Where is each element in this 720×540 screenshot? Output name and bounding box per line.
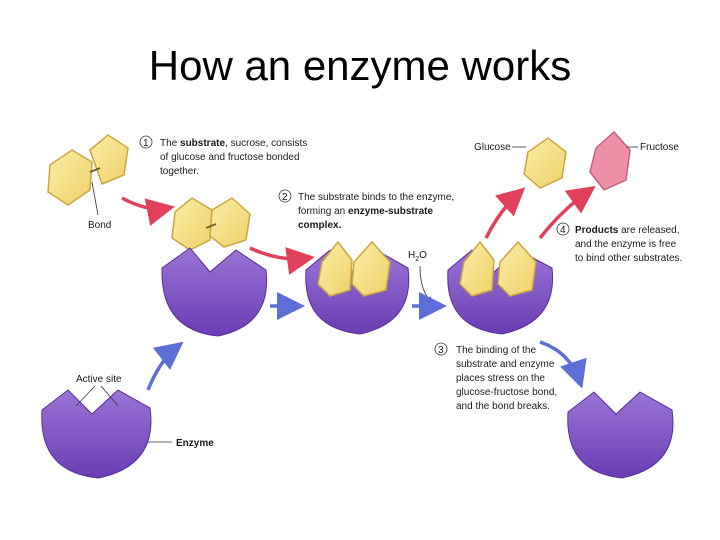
step-1-line-2: of glucose and fructose bonded xyxy=(160,152,300,163)
fructose-label: Fructose xyxy=(640,142,679,153)
active-site-pointer-1 xyxy=(75,385,96,407)
step-4-number: 4 xyxy=(560,225,566,236)
step-3-caption: 3 The binding of the substrate and enzym… xyxy=(434,342,557,412)
step-3-line-2: substrate and enzyme xyxy=(456,359,555,370)
step-4-line-2: and the enzyme is free xyxy=(575,239,677,250)
substrate-mid xyxy=(171,197,251,251)
step-2-line-2: forming an enzyme-substrate xyxy=(298,206,433,217)
enzyme-bottom-left xyxy=(41,389,152,479)
step-3-line-3: places stress on the xyxy=(456,373,545,384)
step-1-caption: 1 The substrate, sucrose, consists of gl… xyxy=(139,135,307,177)
red-arrow-2 xyxy=(249,246,315,275)
step-2-line-3: complex. xyxy=(298,220,342,231)
step-1-line-3: together. xyxy=(160,166,199,177)
glucose-molecule xyxy=(523,137,567,189)
bond-label: Bond xyxy=(88,220,111,231)
sucrose-molecule xyxy=(47,134,129,206)
glucose-label: Glucose xyxy=(474,142,511,153)
step-2-number: 2 xyxy=(282,192,288,203)
step-2-circle xyxy=(278,189,292,203)
step-3-line-4: glucose-fructose bond, xyxy=(456,387,557,398)
step-2-caption: 2 The substrate binds to the enzyme, for… xyxy=(278,189,454,231)
step-3-line-1: The binding of the xyxy=(456,345,536,356)
red-arrow-glucose xyxy=(484,187,526,239)
step-4-line-3: to bind other substrates. xyxy=(575,253,682,264)
step-4-caption: 4 Products are released, and the enzyme … xyxy=(556,222,682,264)
red-arrow-1 xyxy=(121,196,175,226)
blue-arrow-down xyxy=(539,340,587,389)
blue-arrow-up xyxy=(146,341,184,391)
step-3-circle xyxy=(434,342,448,356)
fructose-molecule xyxy=(589,130,631,191)
step-1-line-1: The substrate, sucrose, consists xyxy=(160,138,307,149)
step-4-circle xyxy=(556,222,570,236)
bond-pointer xyxy=(91,181,99,216)
step-1-circle xyxy=(139,135,153,149)
step-1-number: 1 xyxy=(143,138,149,149)
enzyme-label: Enzyme xyxy=(176,438,214,449)
enzyme-empty-top xyxy=(161,247,268,337)
active-site-pointer-2 xyxy=(100,385,119,407)
bound-substrate xyxy=(317,240,391,297)
step-4-line-1: Products are released, xyxy=(575,225,680,236)
water-arrow xyxy=(419,265,434,304)
step-3-line-5: and the bond breaks. xyxy=(456,401,550,412)
slide-title: How an enzyme works xyxy=(148,42,572,89)
active-site-label: Active site xyxy=(76,374,122,385)
step-3-number: 3 xyxy=(438,345,444,356)
water-label: H2O xyxy=(408,250,427,263)
split-substrate xyxy=(459,240,537,297)
enzyme-free-bottom-right xyxy=(567,391,674,479)
step-2-line-1: The substrate binds to the enzyme, xyxy=(298,192,454,203)
red-arrow-fructose xyxy=(538,185,596,240)
